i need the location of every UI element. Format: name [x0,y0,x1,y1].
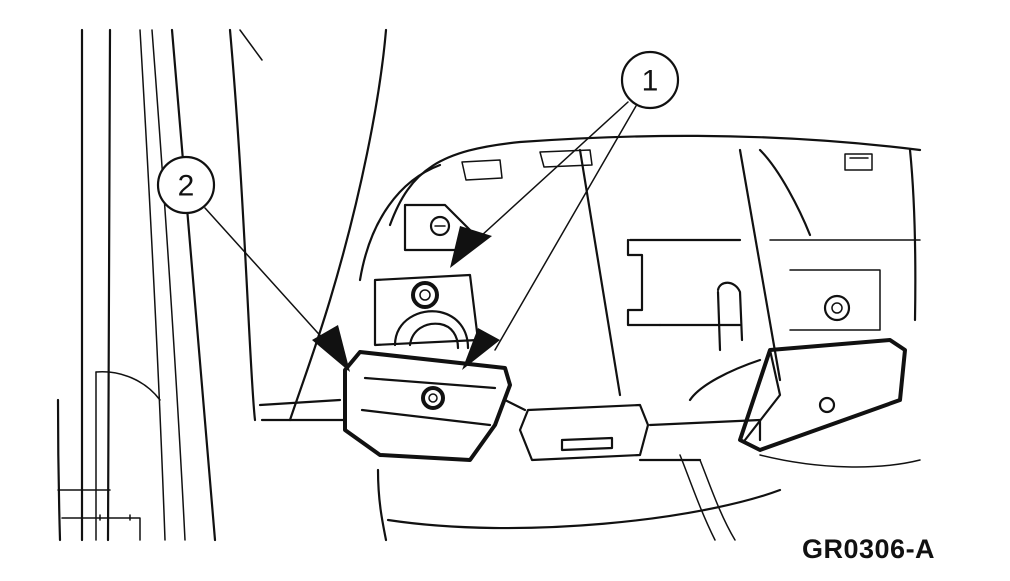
dashboard-upper-edge [358,134,922,282]
right-bracket [738,338,921,468]
callout-1-leaders [450,101,637,370]
arrow-1b [462,328,500,370]
screw-right-upper [823,294,851,322]
figure-id: GR0306-A [802,534,936,564]
dash-lower-contour [258,398,782,542]
callout-2-label: 2 [178,170,195,203]
callout-1-label: 1 [642,65,659,98]
dash-center-structure [578,148,921,402]
lower-trim-panel [343,350,512,462]
callout-1: 1 [620,50,680,110]
callout-2-leader [204,207,350,372]
arrow-2 [312,325,350,372]
arrow-1a [450,226,492,268]
screw-center [411,281,439,309]
pillar-lines [56,28,388,542]
connector-housing [503,398,650,462]
retaining-clip [393,310,470,350]
callout-2: 2 [156,155,216,215]
